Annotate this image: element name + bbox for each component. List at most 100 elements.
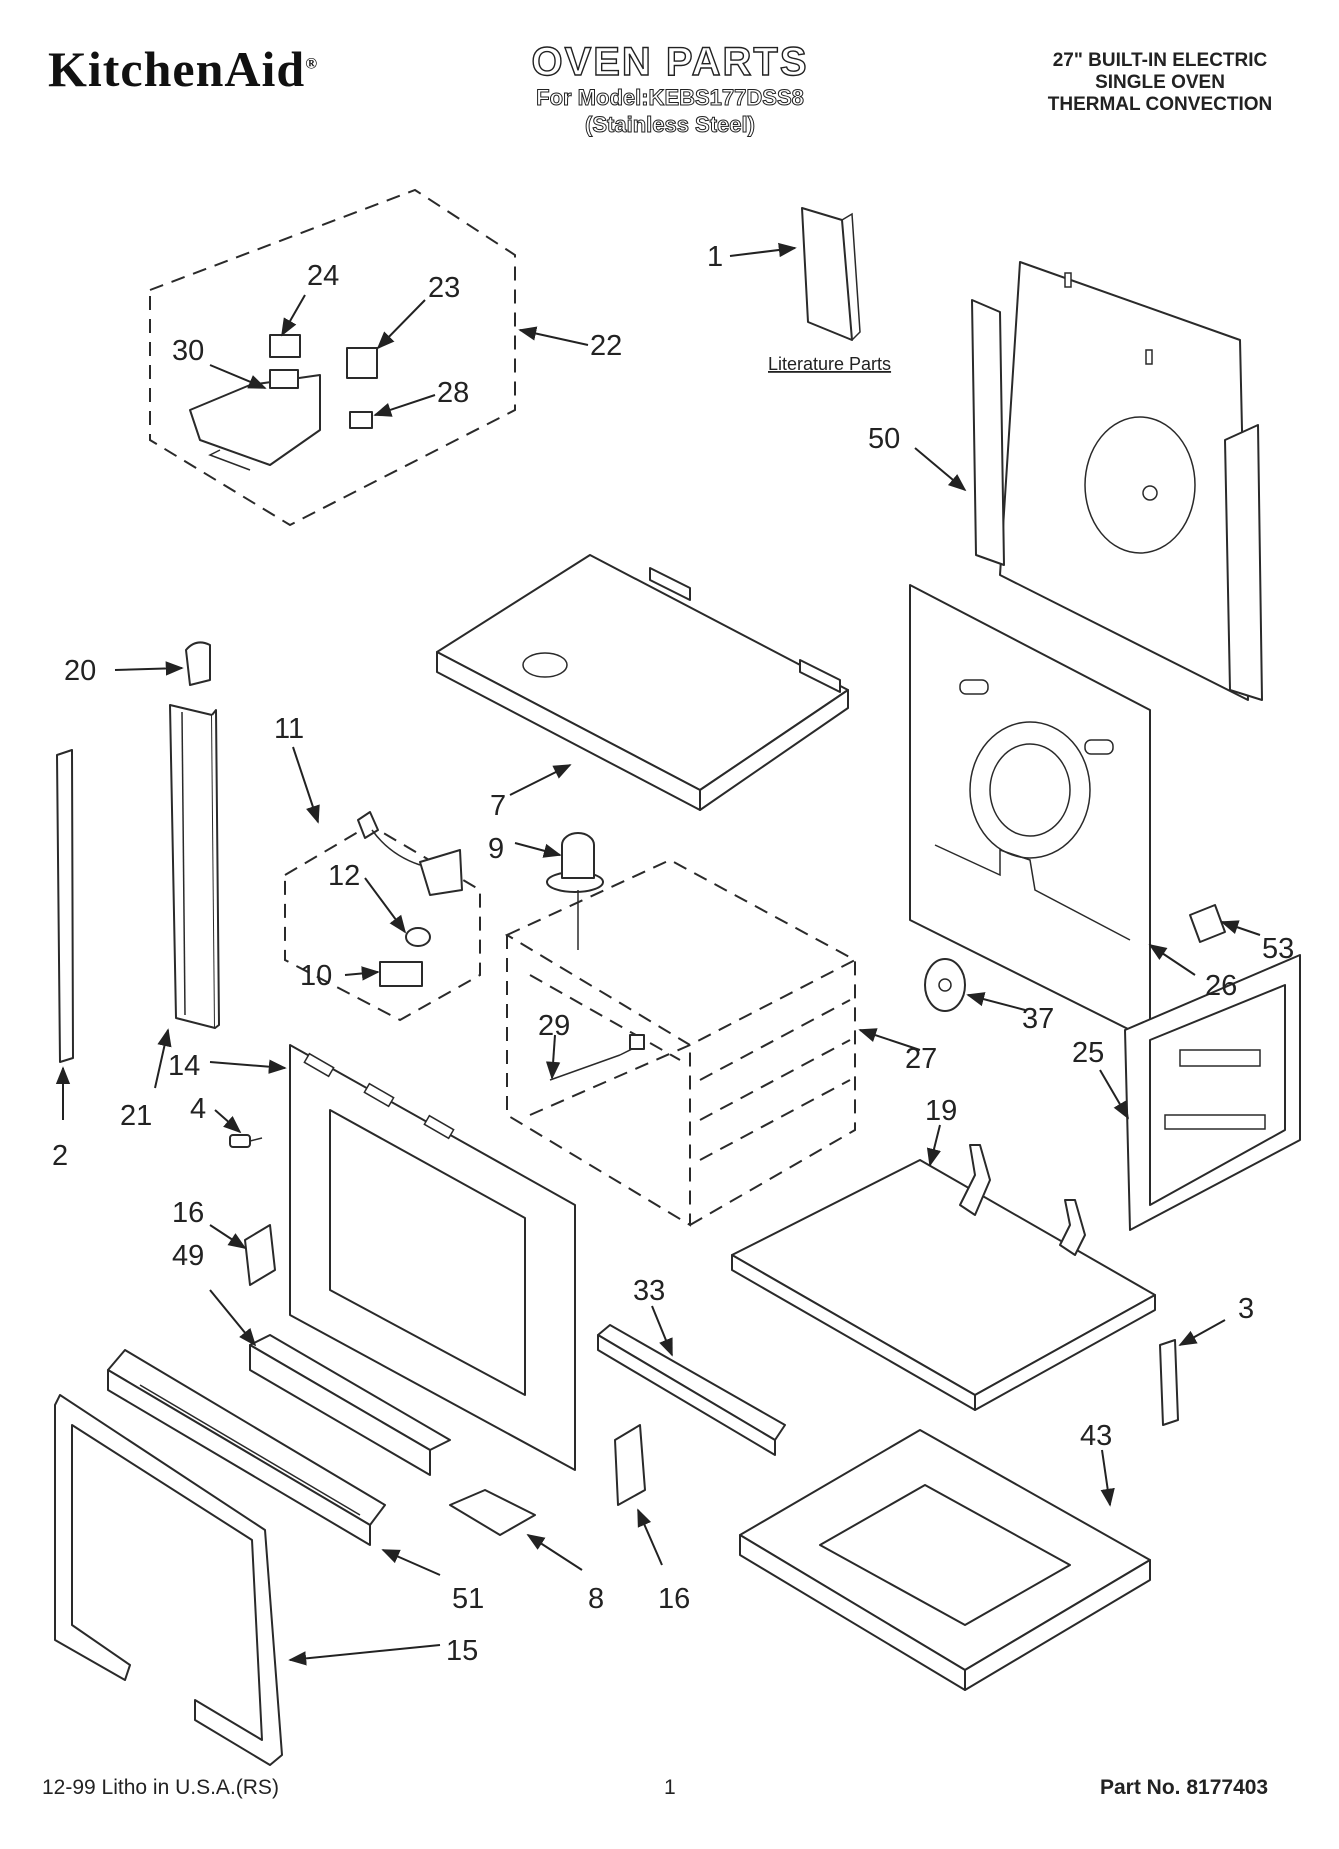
part-19-bottom-panel (731, 1144, 1156, 1411)
callout-24: 24 (307, 260, 339, 292)
callout-23: 23 (428, 272, 460, 304)
leader-8 (526, 1534, 583, 1571)
part-16-hinge-bracket-lower (614, 1424, 646, 1506)
part-53-bracket (1189, 904, 1226, 943)
leader-51 (381, 1549, 441, 1576)
part-37-thermostat (924, 958, 966, 1012)
part-50-rear-panel (971, 261, 1263, 701)
callout-12: 12 (328, 860, 360, 892)
callout-7: 7 (490, 790, 506, 822)
part-49-lower-trim (249, 1334, 451, 1476)
part-2-trim-strip (56, 749, 74, 1063)
leader-16-lower (637, 1508, 663, 1566)
callout-30: 30 (172, 335, 204, 367)
callout-49: 49 (172, 1240, 204, 1272)
callout-14: 14 (168, 1050, 200, 1082)
leader-11 (292, 746, 320, 824)
callout-50: 50 (868, 423, 900, 455)
leader-4 (214, 1109, 242, 1134)
callout-15: 15 (446, 1635, 478, 1667)
page-number: 1 (664, 1776, 676, 1799)
leader-53 (1220, 920, 1261, 936)
part-20-bracket (185, 641, 211, 686)
leader-9 (514, 842, 562, 858)
callout-20: 20 (64, 655, 96, 687)
callout-33: 33 (633, 1275, 665, 1307)
callout-16-upper: 16 (172, 1197, 204, 1229)
page-title: OVEN PARTS (531, 39, 809, 84)
part-26-rear-wall (909, 584, 1151, 1041)
part-8-bracket (449, 1489, 536, 1536)
callout-1: 1 (707, 241, 723, 273)
callout-10: 10 (300, 960, 332, 992)
callout-53: 53 (1262, 933, 1294, 965)
description-line-3: THERMAL CONVECTION (1047, 94, 1273, 115)
part-11-light-assembly (284, 811, 481, 1022)
leader-27 (858, 1028, 921, 1051)
callout-51: 51 (452, 1583, 484, 1615)
leader-50 (914, 447, 967, 492)
leader-30 (209, 364, 267, 389)
callout-29: 29 (538, 1010, 570, 1042)
callout-43: 43 (1080, 1420, 1112, 1452)
description-line-2: SINGLE OVEN (1095, 72, 1225, 93)
finish-line: (Stainless Steel) (585, 112, 756, 138)
literature-parts-label: Literature Parts (768, 354, 891, 374)
product-description: 27" BUILT-IN ELECTRIC SINGLE OVEN THERMA… (1010, 50, 1310, 116)
callout-27: 27 (905, 1043, 937, 1075)
part-29-sensor (549, 1034, 645, 1081)
part-33-channel (597, 1324, 786, 1456)
callout-3: 3 (1238, 1293, 1254, 1325)
part-number: Part No. 8177403 (1100, 1776, 1269, 1799)
leader-7 (509, 764, 572, 796)
callout-9: 9 (488, 833, 504, 865)
leader-23 (376, 299, 426, 350)
litho-note: 12-99 Litho in U.S.A.(RS) (42, 1776, 279, 1799)
leader-15 (288, 1644, 441, 1666)
leader-1 (729, 242, 797, 258)
part-4-screw (229, 1134, 263, 1148)
leader-49 (209, 1289, 257, 1347)
leader-37 (966, 992, 1026, 1011)
part-16-hinge-bracket-upper (244, 1224, 276, 1286)
registered-mark: ® (305, 55, 319, 73)
callout-26: 26 (1205, 970, 1237, 1002)
part-43-base-pan (739, 1429, 1151, 1691)
callout-28: 28 (437, 377, 469, 409)
callout-25: 25 (1072, 1037, 1104, 1069)
part-22-control-assembly (149, 188, 516, 527)
part-14-front-frame (289, 1044, 576, 1471)
leader-19 (926, 1124, 941, 1167)
leader-24 (281, 294, 306, 337)
description-line-1: 27" BUILT-IN ELECTRIC (1052, 50, 1268, 71)
callout-8: 8 (588, 1583, 604, 1615)
callout-21: 21 (120, 1100, 152, 1132)
leader-25 (1099, 1069, 1129, 1120)
callout-16-lower: 16 (658, 1583, 690, 1615)
callout-11: 11 (274, 713, 304, 745)
part-21-side-trim (169, 704, 220, 1029)
callout-2: 2 (52, 1140, 68, 1172)
part-51-vent-panel (107, 1349, 386, 1546)
part-15-door-gasket (54, 1394, 283, 1766)
leader-33 (651, 1305, 673, 1357)
callout-4: 4 (190, 1093, 206, 1125)
part-7-top-panel (436, 554, 849, 811)
part-3-bracket (1159, 1339, 1179, 1426)
leader-20 (114, 661, 184, 676)
model-line: For Model:KEBS177DSS8 (536, 85, 805, 111)
brand-logo: KitchenAid® (48, 40, 318, 98)
part-25-side-panel (1124, 954, 1301, 1231)
leader-28 (373, 394, 436, 417)
leader-12 (364, 877, 407, 934)
part-9-convection-element (546, 832, 604, 950)
leader-14 (209, 1059, 287, 1074)
leader-3 (1178, 1319, 1226, 1346)
callout-19: 19 (925, 1095, 957, 1127)
leader-10 (344, 966, 380, 981)
part-27-oven-cavity (504, 858, 858, 1227)
leader-21 (154, 1028, 172, 1089)
leader-43 (1100, 1449, 1115, 1507)
